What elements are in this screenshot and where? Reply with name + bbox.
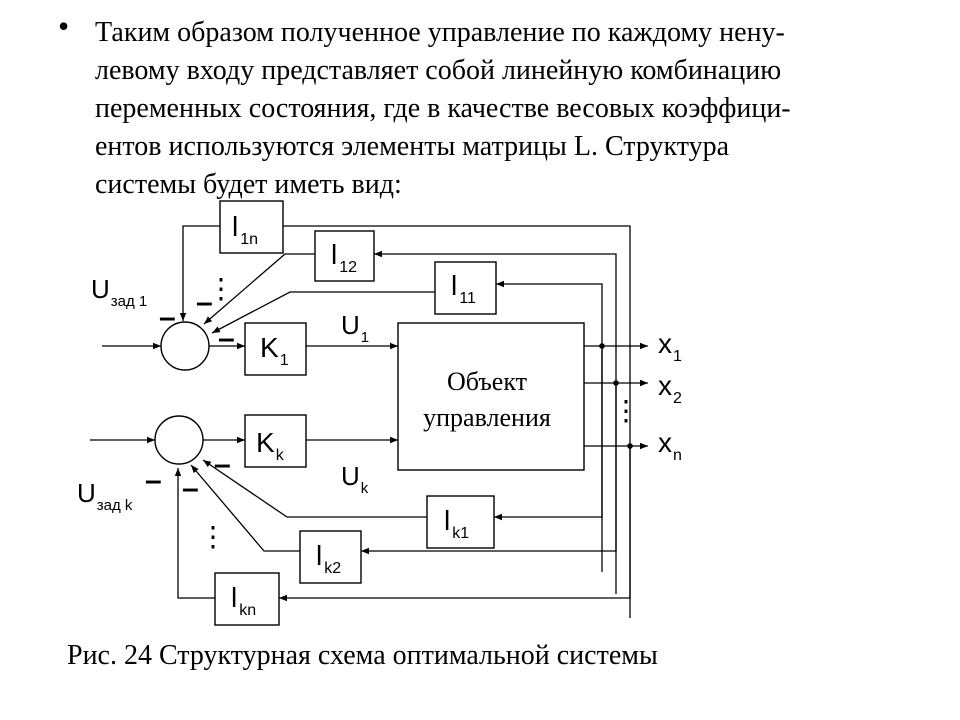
output-xn: xn — [658, 427, 682, 464]
signal-u1: U1 — [341, 310, 369, 346]
block-l1n — [219, 200, 284, 254]
block-lk2 — [299, 530, 362, 584]
block-lkn — [214, 572, 280, 626]
minus-sign: – — [196, 286, 213, 319]
signal-uzad1: Uзад 1 — [91, 274, 147, 310]
minus-sign: – — [218, 322, 235, 355]
junction-dot — [613, 380, 619, 386]
output-x2: x2 — [658, 370, 682, 407]
block-l11 — [434, 261, 497, 315]
paragraph-line: переменных состояния, где в качестве вес… — [95, 93, 791, 124]
paragraph-line: левому входу представляет собой линейную… — [95, 55, 782, 86]
ellipsis-dots: ⋮ — [199, 521, 227, 552]
paragraph-line: системы будет иметь вид: — [95, 169, 402, 200]
block-k1-label: K1 — [260, 332, 289, 369]
summing-junction-k — [154, 415, 204, 465]
paragraph-line: ентов используются элементы матрицы L. С… — [95, 131, 730, 162]
minus-sign: – — [182, 472, 199, 505]
ellipsis-dots: ⋮ — [207, 273, 235, 304]
minus-sign: – — [214, 448, 231, 481]
figure-caption: Рис. 24 Структурная схема оптимальной си… — [67, 640, 658, 671]
control-object-block — [397, 322, 585, 471]
minus-sign: – — [145, 464, 162, 497]
signal-uk: Uk — [341, 461, 369, 497]
output-x1: x1 — [658, 328, 682, 365]
paragraph-line: Таким образом полученное управление по к… — [95, 17, 785, 48]
bullet-marker: • — [58, 8, 70, 44]
junction-dot — [599, 343, 605, 349]
signal-uzadk: Uзад k — [77, 478, 133, 514]
minus-sign: – — [159, 301, 176, 334]
block-kk-label: Kk — [256, 427, 285, 464]
body-paragraph: Таким образом полученное управление по к… — [95, 14, 895, 204]
junction-dot — [627, 443, 633, 449]
block-k1 — [244, 322, 307, 376]
object-label-line1: Объект — [447, 367, 527, 396]
summing-junction-1 — [160, 321, 210, 371]
block-kk — [244, 414, 307, 468]
ellipsis-dots: ⋮ — [612, 395, 640, 426]
block-lk1 — [426, 495, 495, 549]
block-l12 — [314, 230, 375, 282]
object-label-line2: управления — [423, 403, 551, 432]
